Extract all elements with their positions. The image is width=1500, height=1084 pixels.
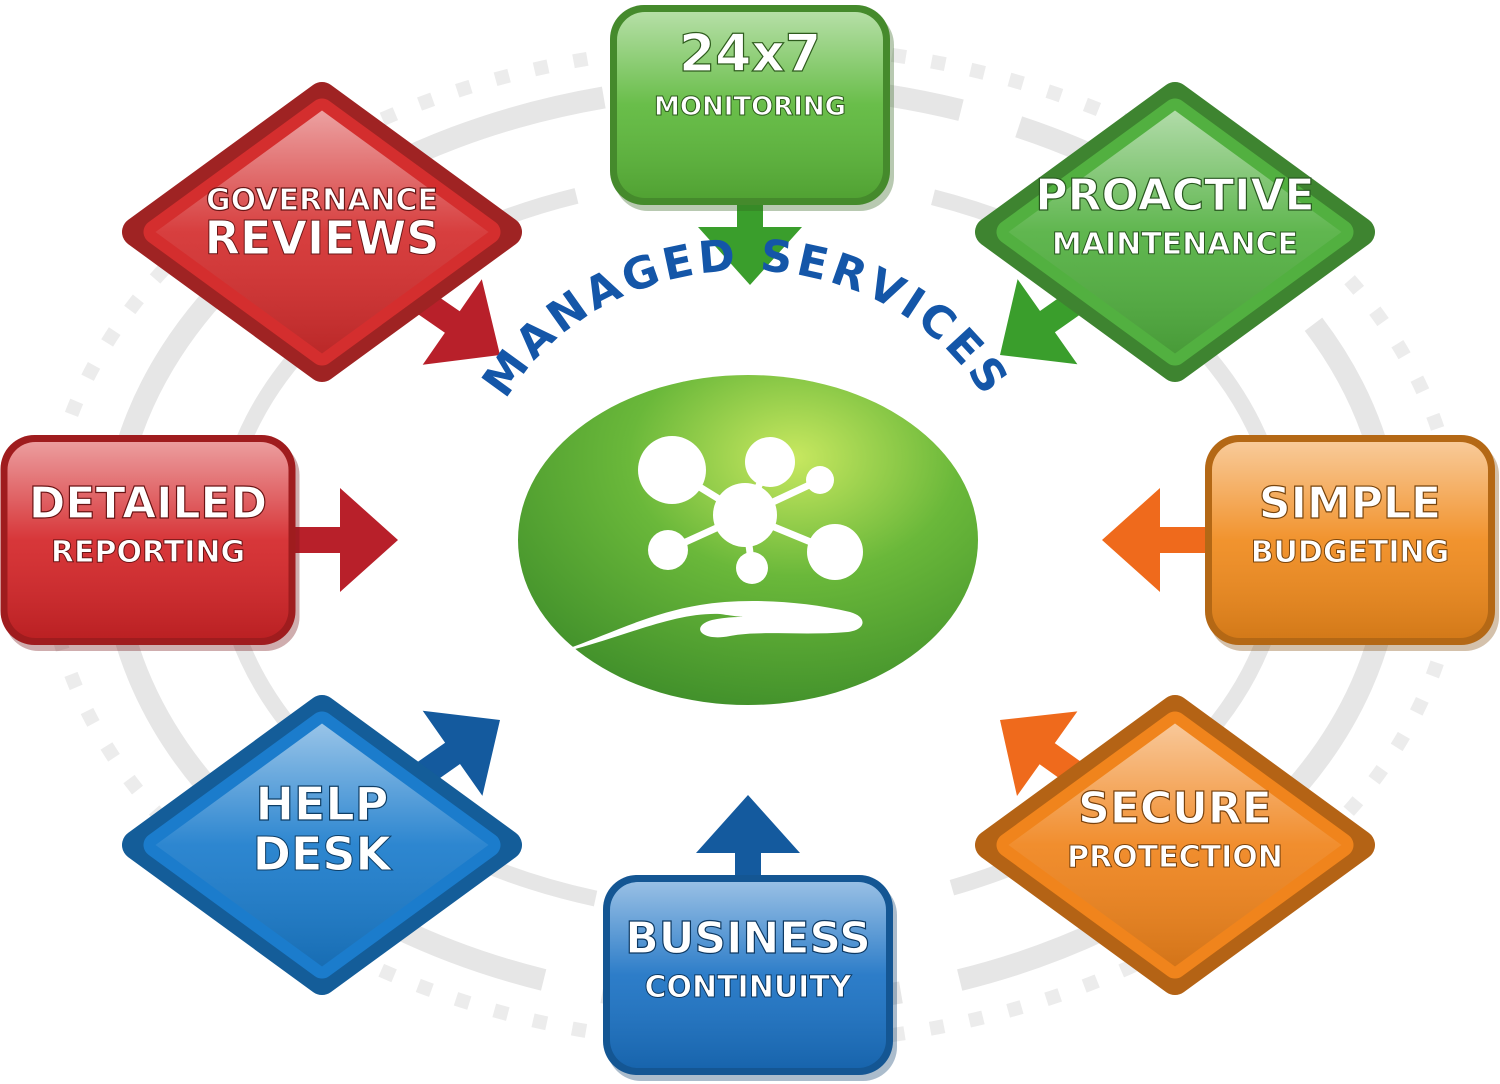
node-business-continuity: BUSINESS CONTINUITY <box>603 875 897 1081</box>
center-hub: MANAGED SERVICES <box>473 230 1016 705</box>
node-label-line1: HELP <box>256 777 389 831</box>
node-label-line2: DESK <box>253 827 394 881</box>
node-label-line1: GOVERNANCE <box>206 183 438 218</box>
arrow-monitoring <box>698 186 802 285</box>
node-label-line2: MONITORING <box>654 92 846 122</box>
node-label-line2: PROTECTION <box>1067 840 1283 875</box>
network-hand-icon <box>540 436 863 658</box>
node-label-line2: MAINTENANCE <box>1052 227 1298 262</box>
node-label-line1: 24x7 <box>679 24 821 84</box>
arrow-detailed-reporting <box>260 488 398 592</box>
node-label-line2: CONTINUITY <box>644 970 852 1005</box>
node-label-line1: PROACTIVE <box>1035 170 1314 221</box>
node-simple-budgeting: SIMPLE BUDGETING <box>1205 435 1499 651</box>
node-label-line1: DETAILED <box>29 478 267 529</box>
node-secure-protection: SECURE PROTECTION <box>975 695 1375 995</box>
arrow-business-continuity <box>696 795 800 894</box>
node-label-line1: BUSINESS <box>625 913 871 964</box>
arrow-simple-budgeting <box>1102 488 1239 592</box>
node-label-line2: REPORTING <box>51 535 245 570</box>
node-proactive-maintenance: PROACTIVE MAINTENANCE <box>975 82 1375 382</box>
node-label-line1: SIMPLE <box>1259 478 1441 529</box>
node-detailed-reporting: DETAILED REPORTING <box>0 435 300 651</box>
node-label-line2: BUDGETING <box>1251 535 1450 570</box>
node-label-line2: REVIEWS <box>205 211 440 265</box>
node-label-line1: SECURE <box>1078 783 1272 834</box>
hand-shape <box>540 600 863 658</box>
